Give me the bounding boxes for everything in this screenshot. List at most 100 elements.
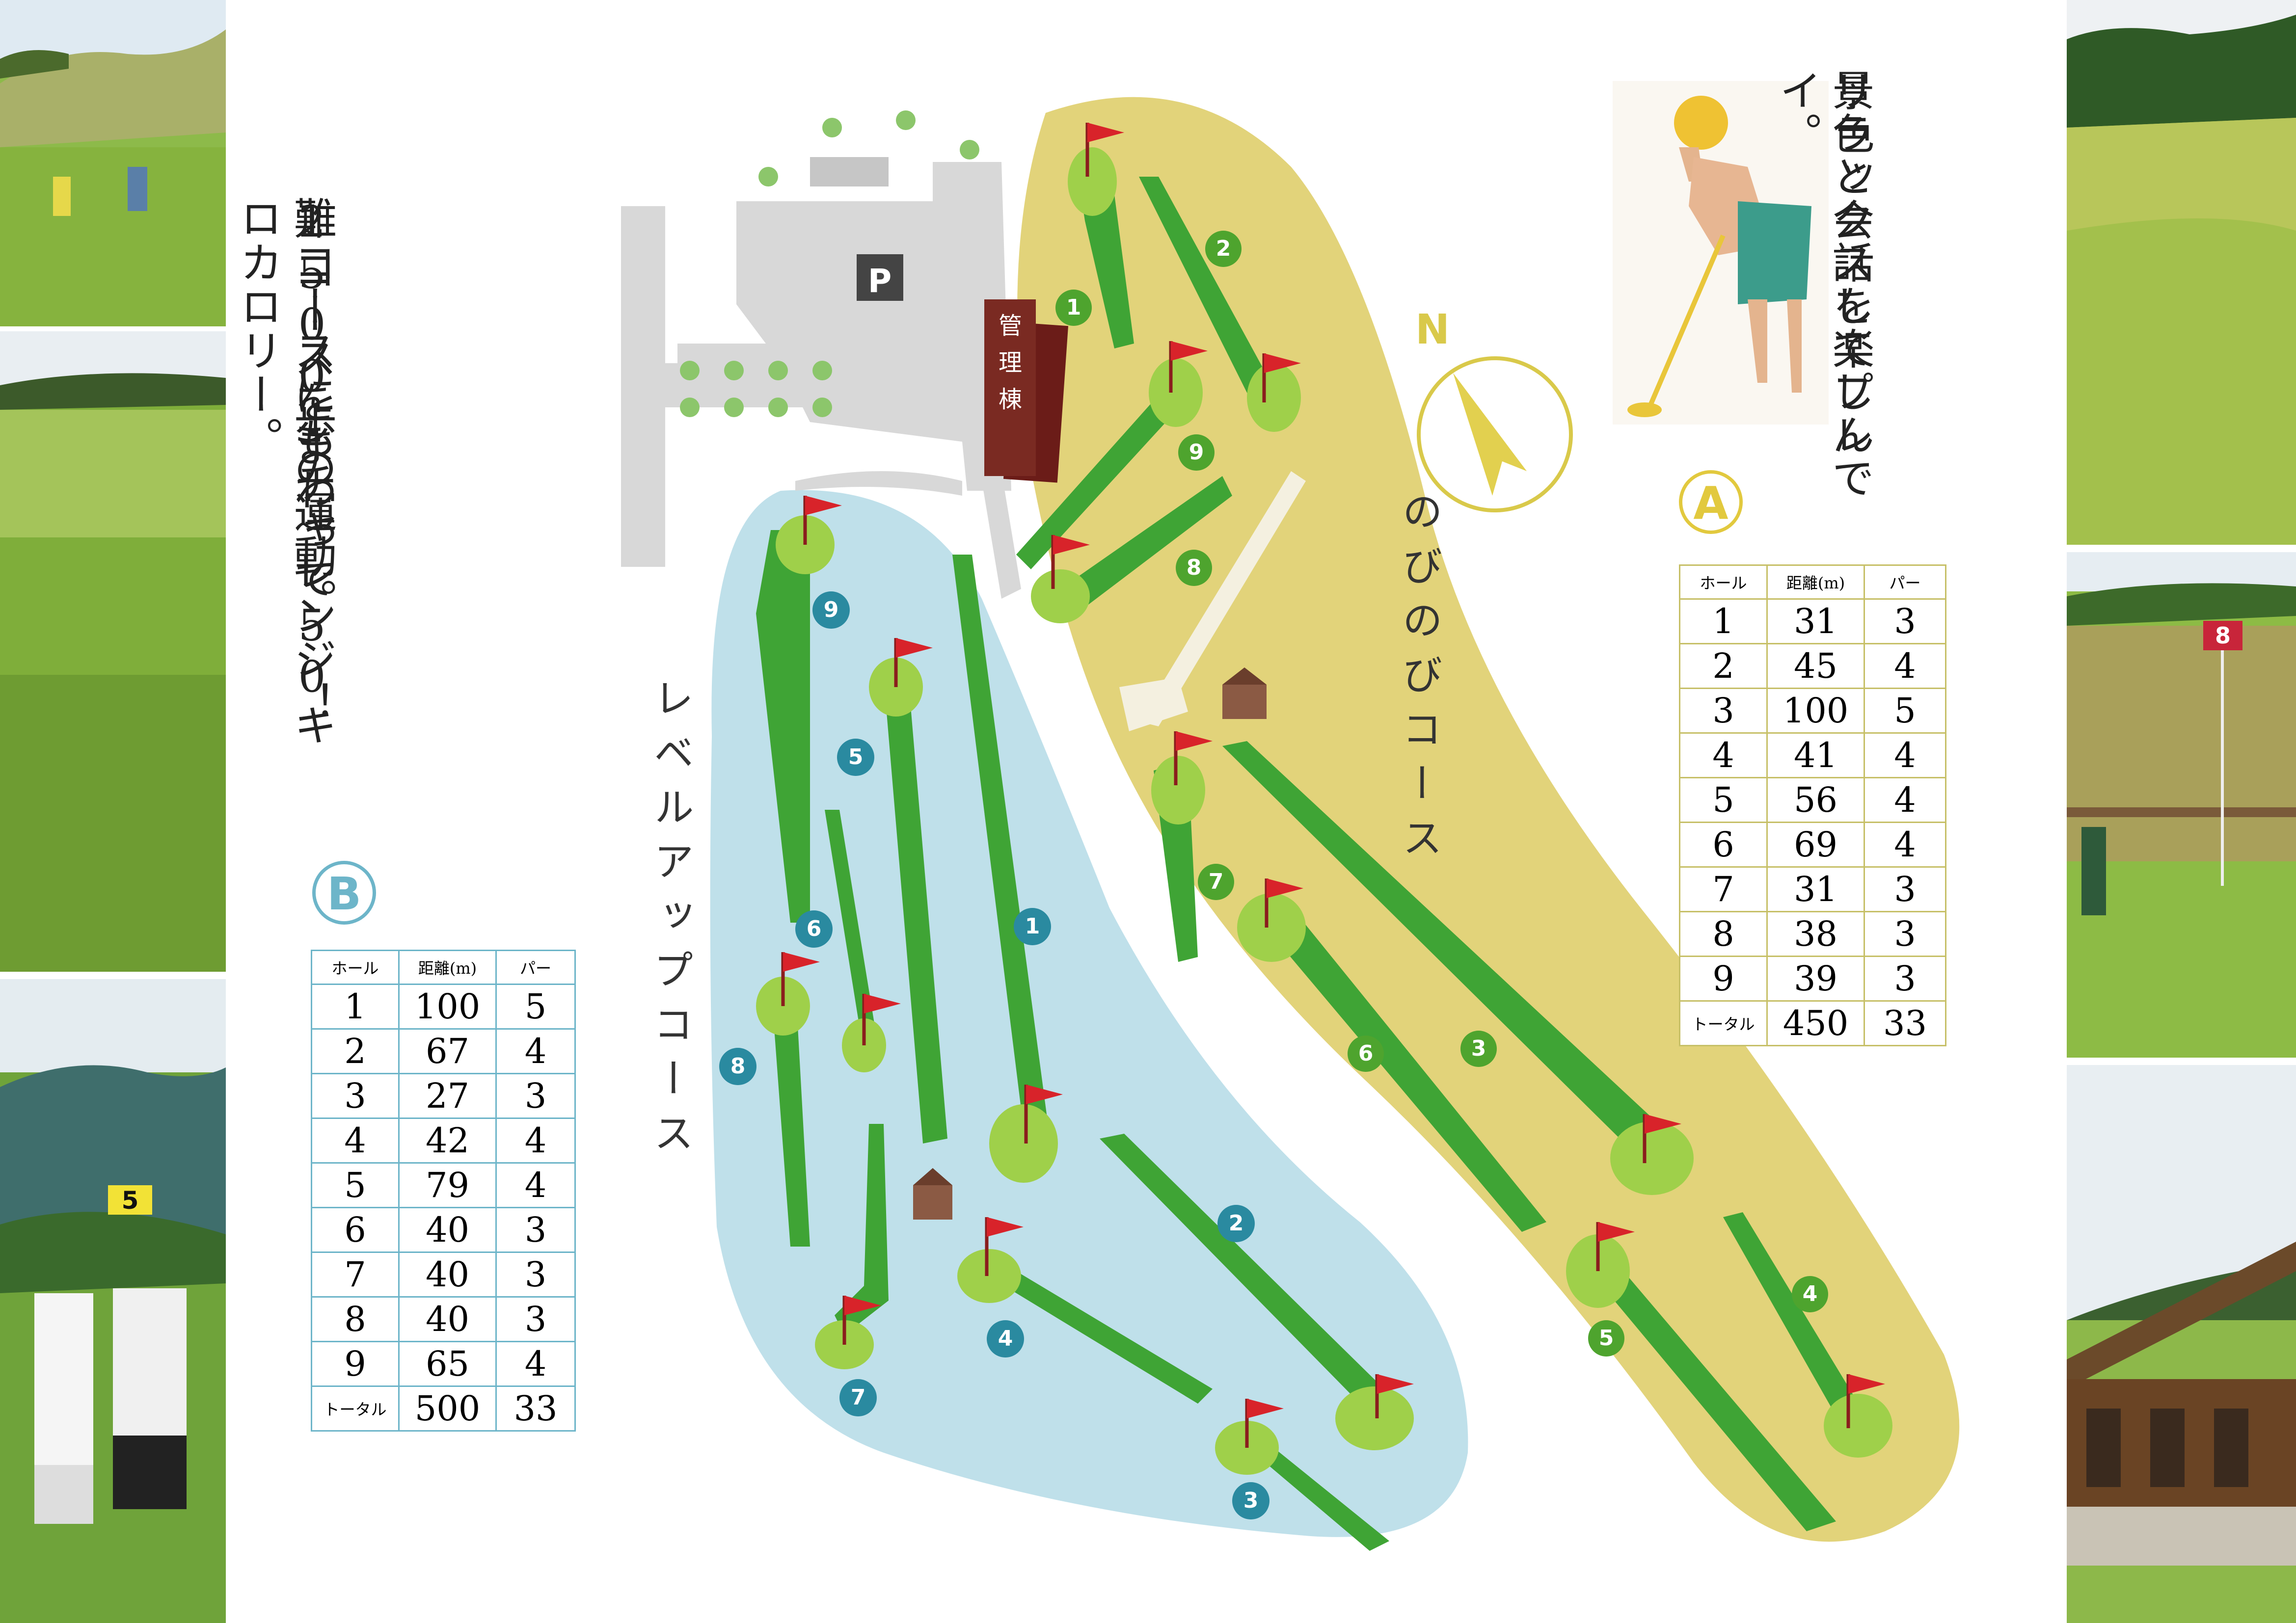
- distance-cell: 42: [398, 1117, 497, 1164]
- flag-icon: [803, 496, 842, 545]
- header-par: パー: [495, 950, 576, 985]
- fairway-b-9: [756, 530, 810, 923]
- flag-icon: [1846, 1374, 1885, 1428]
- hole-cell: 4: [311, 1117, 400, 1164]
- distance-cell: 40: [398, 1207, 497, 1253]
- shelter-hut-a: [1222, 667, 1267, 719]
- fairway-a-5: [1586, 1261, 1836, 1531]
- course-b-name: レベルアップコース: [647, 677, 693, 1167]
- hole-marker-a-1: 1: [1055, 290, 1092, 326]
- flag-icon: [1051, 535, 1090, 589]
- flag-icon: [1085, 123, 1124, 177]
- fairway-a-3: [1222, 741, 1669, 1158]
- par-cell: 4: [1864, 732, 1946, 778]
- par-cell: 3: [495, 1207, 576, 1253]
- distance-cell: 40: [398, 1296, 497, 1342]
- hole-cell: 4: [1679, 732, 1768, 778]
- distance-cell: 45: [1766, 643, 1865, 689]
- par-cell: 5: [495, 984, 576, 1030]
- intro-line-3: 難コースにもチャレンジ！: [287, 196, 337, 725]
- par-cell: 4: [1864, 643, 1946, 689]
- distance-cell: 56: [1766, 777, 1865, 823]
- photo-fairway: [2067, 0, 2296, 545]
- clubhouse-building: [984, 299, 1069, 483]
- total-distance-cell: 500: [398, 1385, 497, 1432]
- par-cell: 4: [1864, 822, 1946, 868]
- hole-marker-b-1: 1: [1014, 908, 1051, 945]
- hole-cell: 5: [311, 1162, 400, 1208]
- distance-cell: 79: [398, 1162, 497, 1208]
- hole-cell: 8: [311, 1296, 400, 1342]
- parking-sign: [857, 254, 903, 301]
- flag-icon: [1375, 1374, 1414, 1418]
- hole-cell: 8: [1679, 911, 1768, 957]
- par-cell: 3: [495, 1251, 576, 1298]
- north-arrow: [1417, 356, 1573, 512]
- clubhouse-char-3: 棟: [999, 386, 1022, 413]
- par-cell: 4: [495, 1162, 576, 1208]
- header-hole: ホール: [311, 950, 400, 985]
- fairway-a-8: [1060, 476, 1232, 618]
- flag-icon: [985, 1217, 1024, 1276]
- hole-cell: 1: [311, 984, 400, 1030]
- flag-icon: [1169, 341, 1208, 393]
- distance-cell: 100: [398, 984, 497, 1030]
- flag-icon: [1643, 1114, 1681, 1163]
- hole-cell: 3: [311, 1073, 400, 1119]
- shelter-hut-b: [913, 1168, 952, 1220]
- par-cell: 5: [1864, 688, 1946, 734]
- flag-icon: [894, 638, 933, 687]
- flag-icon: [862, 994, 901, 1045]
- course-a-name: のびのびコース: [1395, 491, 1442, 871]
- hole-cell: 6: [311, 1207, 400, 1253]
- par-cell: 3: [495, 1296, 576, 1342]
- fairway-b-1: [952, 555, 1051, 1148]
- fairway-b-4: [972, 1256, 1213, 1404]
- distance-cell: 65: [398, 1341, 497, 1387]
- header-distance: 距離(m): [398, 950, 497, 985]
- par-cell: 3: [1864, 866, 1946, 912]
- hole-marker-a-4: 4: [1792, 1276, 1828, 1312]
- clubhouse-char-2: 理: [999, 349, 1022, 376]
- photo-grass-field: [0, 331, 226, 972]
- hole-marker-a-5: 5: [1588, 1320, 1624, 1357]
- right-photo-flag-number: 8: [2215, 622, 2231, 649]
- fairway-b-7: [835, 1124, 889, 1335]
- golfer-illustration: [1613, 81, 1829, 425]
- flag-icon: [1265, 878, 1303, 928]
- photo-players-on-green: [0, 0, 226, 326]
- scorecard-header: ホール 距離(m) パー: [1679, 564, 1946, 600]
- total-par-cell: 33: [1864, 1000, 1946, 1046]
- hole-marker-b-2: 2: [1217, 1205, 1255, 1242]
- hole-marker-b-3: 3: [1232, 1482, 1270, 1519]
- hole-marker-a-2: 2: [1205, 231, 1242, 267]
- par-cell: 4: [495, 1028, 576, 1074]
- hole-marker-a-6: 6: [1348, 1036, 1384, 1072]
- flags: [781, 123, 1885, 1448]
- tagline-line-1: 景色と会話を楽しんで: [1825, 69, 1874, 500]
- distance-cell: 31: [1766, 866, 1865, 912]
- par-cell: 4: [1864, 777, 1946, 823]
- flag-icon: [1174, 731, 1213, 785]
- flag-icon: [1245, 1399, 1284, 1448]
- distance-cell: 40: [398, 1251, 497, 1298]
- par-cell: 3: [495, 1073, 576, 1119]
- hole-cell: 1: [1679, 598, 1768, 644]
- fairway-b-3: [1242, 1438, 1389, 1551]
- hole-marker-b-7: 7: [839, 1379, 877, 1416]
- hole-marker-a-9: 9: [1178, 434, 1215, 471]
- hole-cell: 7: [1679, 866, 1768, 912]
